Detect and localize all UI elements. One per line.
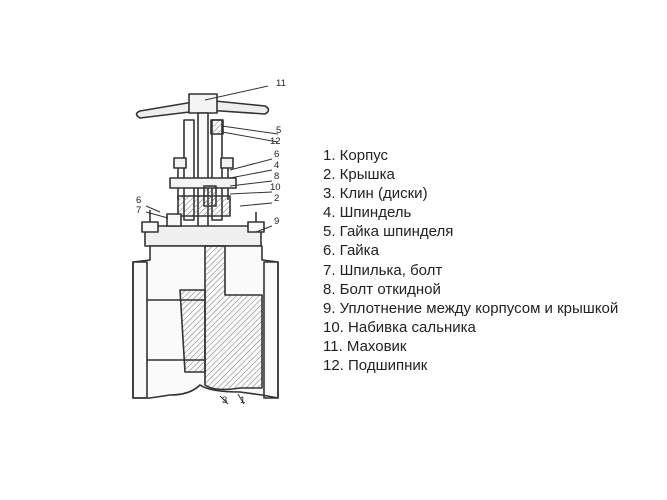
valve-outline (132, 93, 279, 399)
legend-item: 12. Подшипник (323, 357, 428, 375)
parts-legend: 1. Корпус 2. Крышка 3. Клин (диски) 4. Ш… (323, 146, 618, 375)
legend-item: 9. Уплотнение между корпусом и крышкой (323, 299, 619, 317)
gland-bolt-left (173, 157, 187, 169)
legend-item: 3. Клин (диски) (323, 185, 428, 203)
legend-item: 4. Шпиндель (323, 204, 412, 222)
callout-2: 2 (274, 193, 279, 204)
legend-item: 1. Корпус (323, 147, 389, 164)
spindle-nut (210, 119, 224, 135)
legend-item: 6. Гайка (323, 242, 379, 260)
leader-lines (145, 85, 279, 405)
legend-item: 10. Набивка сальника (323, 318, 476, 336)
gland-bolt-right (220, 157, 234, 169)
yoke-left (183, 119, 195, 221)
legend-item: 8. Болт откидной (323, 280, 441, 298)
bonnet-flange (144, 225, 262, 247)
callout-5: 5 (276, 125, 281, 136)
body-section (204, 245, 263, 391)
handwheel-hub (188, 93, 218, 114)
callout-1: 1 (240, 395, 245, 406)
callout-4: 4 (274, 160, 279, 171)
flange-left (132, 261, 148, 399)
callout-6-left: 6 (136, 195, 141, 206)
callout-10: 10 (270, 182, 281, 193)
legend-item: 7. Шпилька, болт (323, 261, 443, 279)
callout-8: 8 (274, 171, 279, 182)
legend-item: 5. Гайка шпинделя (323, 223, 454, 241)
gland-flange (169, 177, 237, 189)
legend-item: 2. Крышка (323, 166, 395, 184)
callout-9: 9 (274, 216, 279, 227)
gate-disc (179, 289, 206, 373)
callout-7: 7 (136, 205, 141, 216)
callout-3: 3 (222, 395, 227, 406)
flange-right (263, 261, 279, 399)
callout-12: 12 (270, 136, 281, 147)
callout-labels: 11 5 12 6 4 8 10 2 9 6 7 3 1 (136, 78, 286, 406)
legend-item: 11. Маховик (323, 337, 407, 355)
bonnet-neck (177, 195, 231, 217)
callout-6: 6 (274, 149, 279, 160)
callout-11: 11 (276, 78, 286, 89)
